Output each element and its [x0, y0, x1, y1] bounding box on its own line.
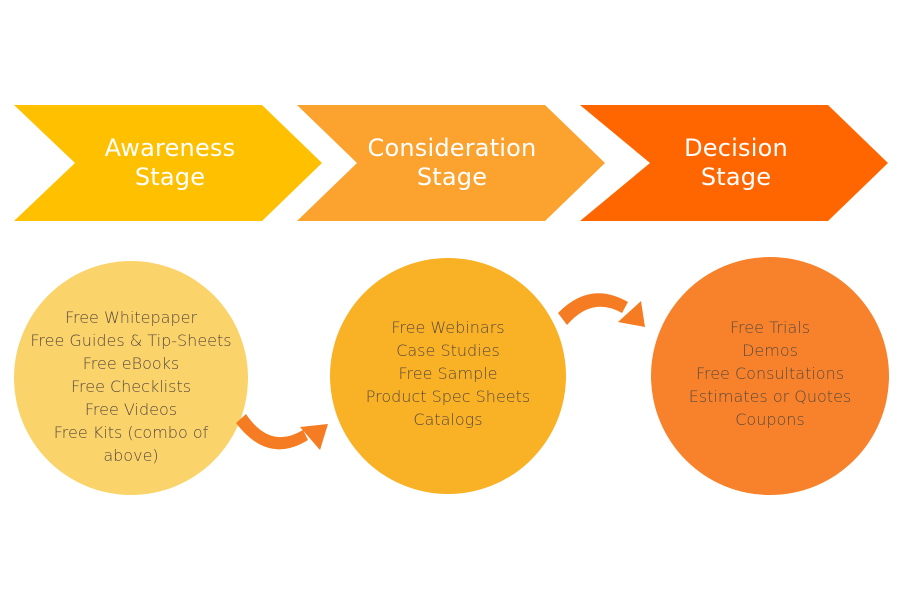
tactic-item: Free Kits (combo of [53, 423, 209, 442]
tactic-item: Estimates or Quotes [688, 387, 852, 406]
stage-title-line1: Consideration [367, 134, 537, 162]
arrow-body [236, 414, 308, 450]
curved-arrow-consideration-to-decision [558, 293, 645, 327]
tactic-item: Catalogs [413, 410, 483, 429]
tactic-item: Coupons [735, 410, 805, 429]
tactic-item: Free Checklists [70, 377, 192, 396]
tactic-item: Free eBooks [82, 354, 180, 373]
tactic-item: Free Trials [729, 318, 811, 337]
stage-title-line2: Stage [416, 163, 488, 191]
awareness-tactics-list: Free Whitepaper Free Guides & Tip-Sheets… [16, 306, 246, 467]
tactic-item: Free Sample [398, 364, 498, 383]
arrow-head [618, 301, 645, 327]
tactic-item: Free Whitepaper [64, 308, 198, 327]
tactic-item: Case Studies [396, 341, 500, 360]
consideration-stage-title: Consideration Stage [352, 134, 552, 192]
awareness-chevron [14, 105, 322, 221]
tactic-item: Free Webinars [391, 318, 505, 337]
stage-title-line1: Awareness [104, 134, 236, 162]
decision-tactics-list: Free Trials Demos Free Consultations Est… [655, 316, 885, 431]
tactic-item: Free Videos [84, 400, 178, 419]
tactic-item: Product Spec Sheets [365, 387, 531, 406]
awareness-stage-title: Awareness Stage [70, 134, 270, 192]
curved-arrow-awareness-to-consideration [236, 414, 328, 450]
arrow-body [558, 293, 628, 325]
stage-title-line2: Stage [700, 163, 772, 191]
tactic-item: above) [103, 446, 159, 465]
consideration-chevron [297, 105, 605, 221]
awareness-circle [14, 261, 248, 495]
stage-title-line1: Decision [684, 134, 788, 162]
decision-chevron [580, 105, 888, 221]
decision-circle [651, 257, 889, 495]
tactic-item: Free Consultations [695, 364, 845, 383]
decision-stage-title: Decision Stage [636, 134, 836, 192]
stage-title-line2: Stage [134, 163, 206, 191]
consideration-tactics-list: Free Webinars Case Studies Free Sample P… [333, 316, 563, 431]
consideration-circle [330, 258, 566, 494]
arrow-head [300, 424, 328, 450]
tactic-item: Free Guides & Tip-Sheets [30, 331, 232, 350]
tactic-item: Demos [742, 341, 798, 360]
